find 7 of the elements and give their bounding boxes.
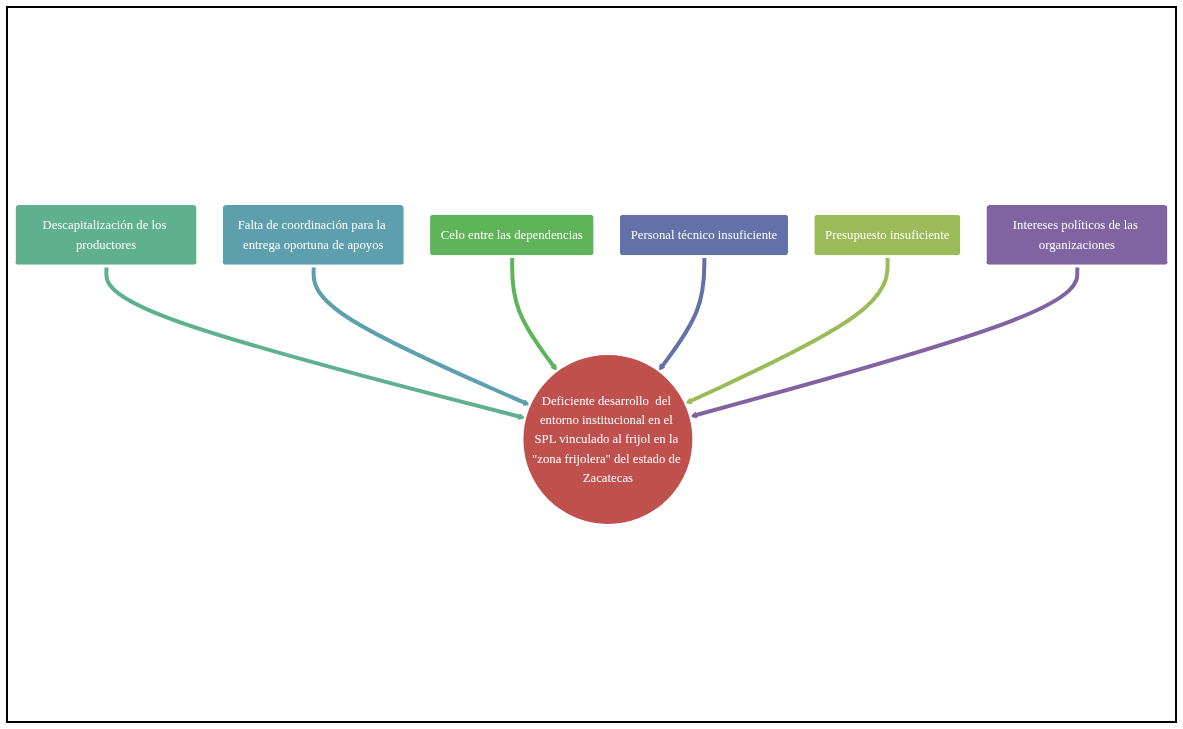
arrow [690, 266, 1080, 419]
arrow [311, 266, 530, 406]
arrow [685, 256, 890, 404]
arrow [510, 256, 558, 371]
arrow [104, 266, 526, 420]
node-circle: Deficiente desarrollo del entorno institucional en el SPL vinculado al frijol en la "zona frijolera" del estado de Zacatecas [521, 352, 695, 527]
arrow [658, 256, 707, 371]
